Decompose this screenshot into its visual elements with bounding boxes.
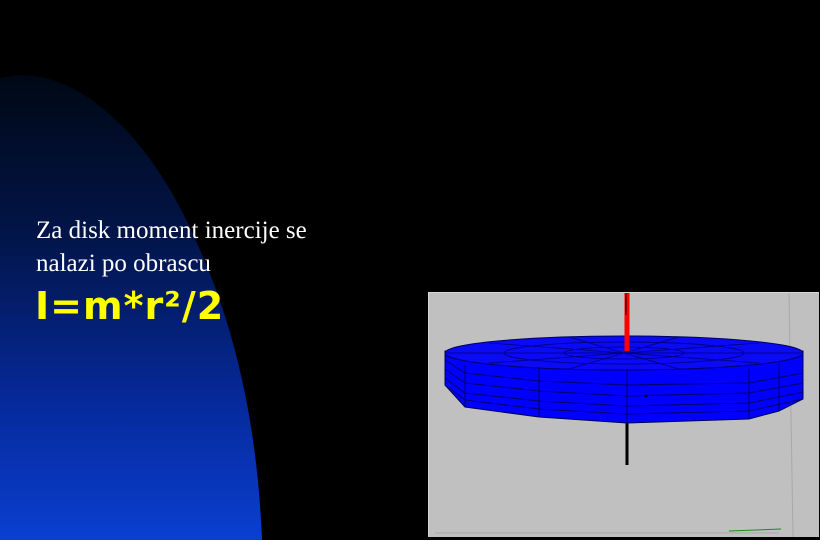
- disk-top-mesh: [445, 336, 803, 370]
- body-text-line-2: nalazi po obrascu: [36, 250, 211, 277]
- body-text-line-1: Za disk moment inercije se: [36, 217, 307, 244]
- frame-line-right: [788, 293, 794, 537]
- disk-side-bands: [444, 359, 804, 415]
- 3d-disk-viewport[interactable]: [428, 292, 819, 537]
- disk-side-facets: [464, 363, 780, 423]
- body-text: Za disk moment inercije se nalazi po obr…: [36, 214, 396, 280]
- frame-line-green: [728, 528, 782, 532]
- disk-side: [444, 350, 804, 424]
- moment-of-inertia-formula: I=m*r²/2: [35, 284, 225, 328]
- disk-render: [435, 293, 804, 537]
- disk-center-mark: [644, 394, 648, 398]
